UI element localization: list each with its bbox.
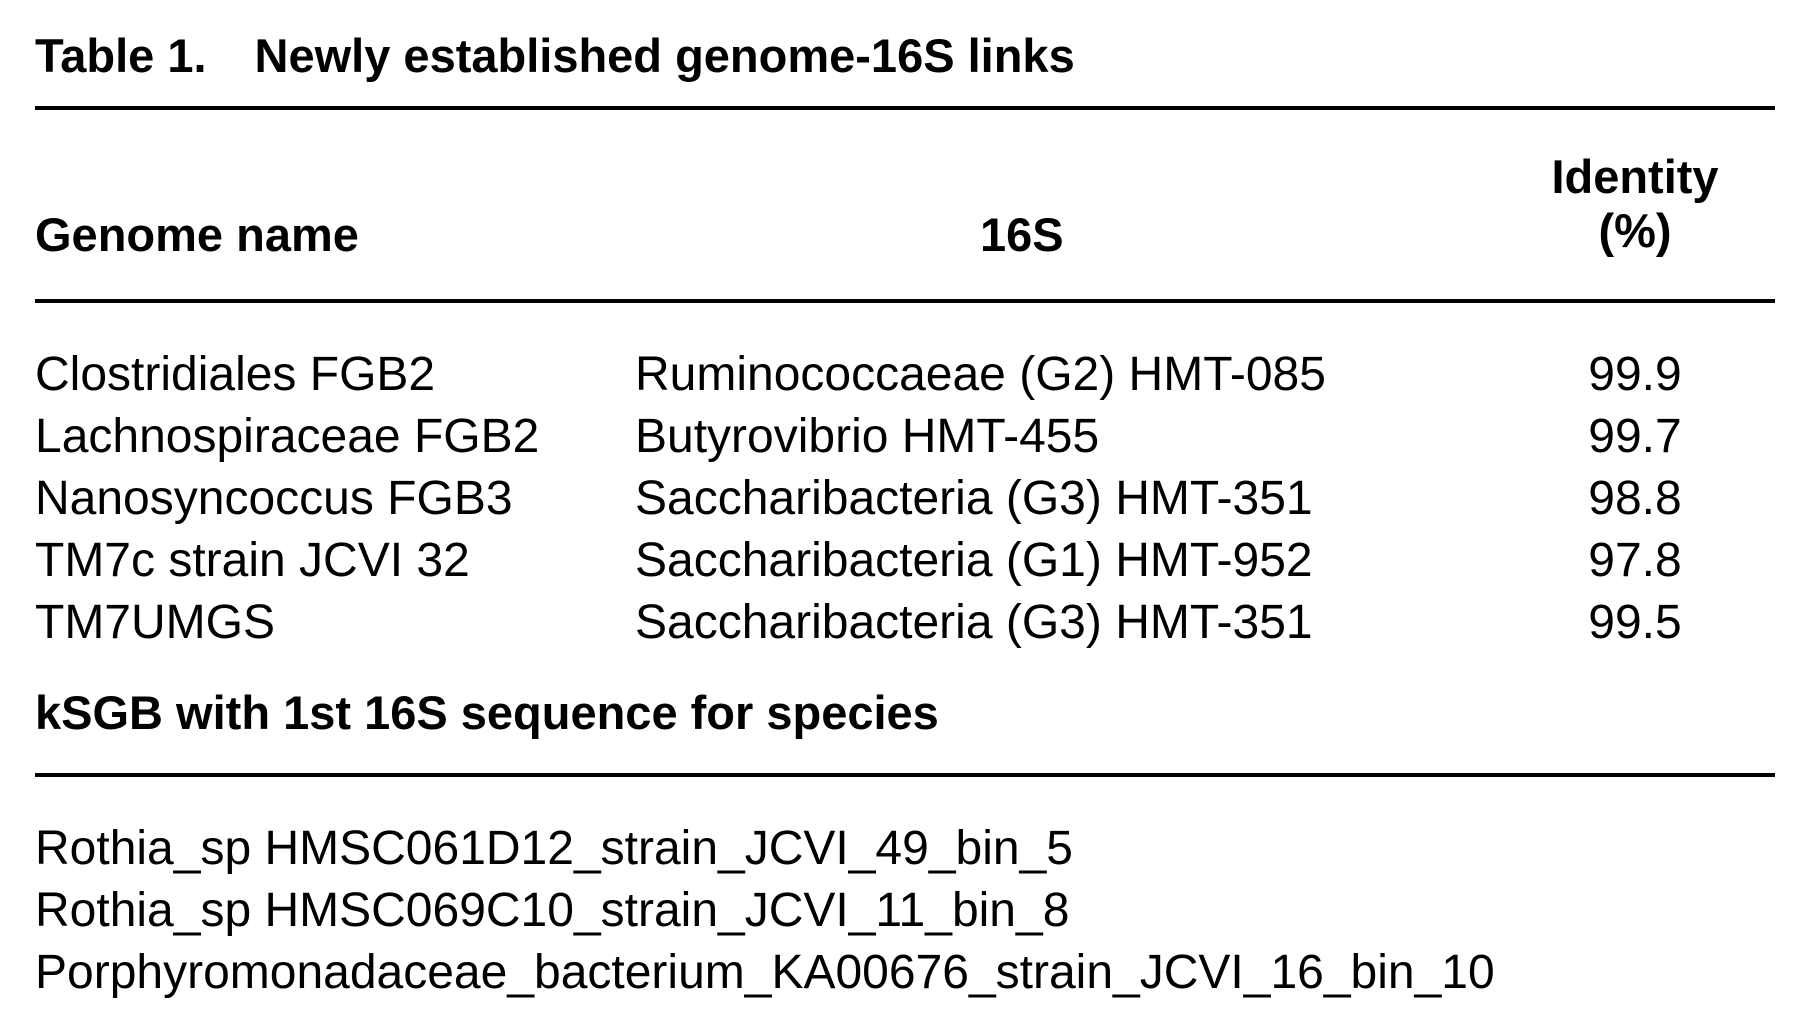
cell-genome-name: Nanosyncoccus FGB3 (35, 472, 513, 525)
column-header-genome-name: Genome name (35, 208, 359, 261)
table-caption: Table 1. Newly established genome-16S lin… (35, 28, 1075, 84)
identity-header-line2: (%) (1598, 204, 1672, 257)
header-rule (35, 299, 1775, 303)
cell-identity: 99.5 (1588, 596, 1682, 649)
table-row: TM7UMGS Saccharibacteria (G3) HMT-351 99… (35, 592, 1775, 654)
list-item: Rothia_sp HMSC069C10_strain_JCVI_11_bin_… (35, 884, 1070, 937)
section-heading-ksgb: kSGB with 1st 16S sequence for species (35, 686, 939, 739)
table-row: TM7c strain JCVI 32 Saccharibacteria (G1… (35, 530, 1775, 592)
table-row: Lachnospiraceae FGB2 Butyrovibrio HMT-45… (35, 406, 1775, 468)
column-header-16s: 16S (980, 208, 1064, 261)
cell-genome-name: Clostridiales FGB2 (35, 348, 436, 401)
table-label: Table 1. (35, 29, 207, 82)
cell-identity: 99.7 (1588, 410, 1682, 463)
table-title: Newly established genome-16S links (254, 29, 1075, 82)
cell-genome-name: Lachnospiraceae FGB2 (35, 410, 540, 463)
section-rule (35, 773, 1775, 777)
cell-16s: Saccharibacteria (G3) HMT-351 (635, 472, 1313, 525)
list-item: Porphyromonadaceae_bacterium_KA00676_str… (35, 946, 1495, 999)
cell-genome-name: TM7c strain JCVI 32 (35, 534, 470, 587)
table-body: Clostridiales FGB2 Ruminococcaeae (G2) H… (35, 344, 1775, 654)
cell-16s: Ruminococcaeae (G2) HMT-085 (635, 348, 1326, 401)
cell-genome-name: TM7UMGS (35, 596, 275, 649)
cell-16s: Saccharibacteria (G1) HMT-952 (635, 534, 1313, 587)
cell-identity: 99.9 (1588, 348, 1682, 401)
identity-header-line1: Identity (1551, 150, 1719, 203)
top-rule (35, 106, 1775, 110)
cell-identity: 98.8 (1588, 472, 1682, 525)
cell-identity: 97.8 (1588, 534, 1682, 587)
cell-16s: Saccharibacteria (G3) HMT-351 (635, 596, 1313, 649)
list-item: Rothia_sp HMSC061D12_strain_JCVI_49_bin_… (35, 822, 1073, 875)
column-header-identity: Identity (%) (1515, 150, 1755, 258)
table-row: Nanosyncoccus FGB3 Saccharibacteria (G3)… (35, 468, 1775, 530)
cell-16s: Butyrovibrio HMT-455 (635, 410, 1100, 463)
ksgb-list: Rothia_sp HMSC061D12_strain_JCVI_49_bin_… (35, 818, 1775, 1004)
table-row: Clostridiales FGB2 Ruminococcaeae (G2) H… (35, 344, 1775, 406)
